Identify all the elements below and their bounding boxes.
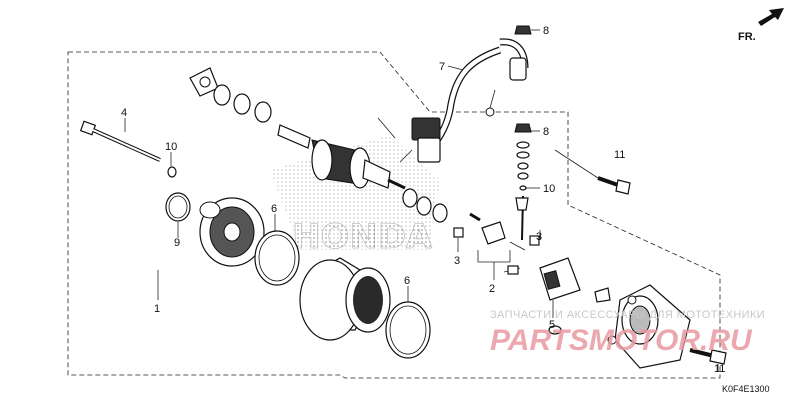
assembly-boundary [67,51,721,379]
part-seal-ring-left [254,230,300,286]
diagram-code: K0F4E1300 [722,384,770,394]
front-arrow-icon [758,8,784,26]
part-washer-f [432,203,448,223]
part-armature [277,124,406,190]
part-bolt-lower [689,348,727,365]
part-washer-d [402,188,418,208]
part-o-ring-9 [165,192,191,222]
callout-8-upper: 8 [543,25,549,37]
leader-lines [124,29,719,372]
part-front-cover [199,197,265,267]
part-starter-cable [411,38,529,163]
callout-6-upper: 6 [271,203,277,215]
part-seal-ring-right [385,301,431,359]
honda-logo-watermark: HONDA [270,135,440,257]
watermark-caption: ЗАПЧАСТИ И АКСЕССУАРЫ ДЛЯ МОТОТЕХНИКИ [490,309,765,321]
callout-8-lower: 8 [543,126,549,138]
callout-labels: 1 2 3 3 4 5 6 6 7 8 8 9 10 10 11 11 [121,25,725,375]
part-washer-left [167,166,177,178]
part-brush-holder [539,257,611,335]
callout-6-lower: 6 [404,275,410,287]
part-brush-screws [453,212,540,275]
callout-3-left: 3 [454,255,460,267]
svg-text:HONDA: HONDA [292,217,433,257]
callout-10-left: 10 [165,141,177,153]
front-direction-indicator: FR. [738,8,784,43]
callout-2: 2 [489,283,495,295]
part-motor-yoke [299,257,391,341]
part-bolt-upper [597,176,631,195]
watermark-brand: PARTSMOTOR.RU [490,324,753,357]
callout-4: 4 [121,107,127,119]
part-washer-e [416,196,432,216]
callout-3-right: 3 [536,231,542,243]
callout-5: 5 [549,319,555,331]
part-rear-cover [607,284,691,369]
callout-11-upper: 11 [614,149,625,161]
part-lock-plate [189,67,219,97]
part-long-bolt [79,120,161,162]
callout-7: 7 [439,61,445,73]
callout-9: 9 [174,237,180,249]
part-washer-b [233,93,251,115]
part-terminal-stack [514,25,532,241]
callout-1: 1 [154,303,160,315]
callout-10-right: 10 [543,183,555,195]
part-washer-a [213,84,231,106]
callout-11-lower: 11 [714,363,725,375]
part-washer-c [254,101,272,123]
direction-label: FR. [738,31,756,43]
